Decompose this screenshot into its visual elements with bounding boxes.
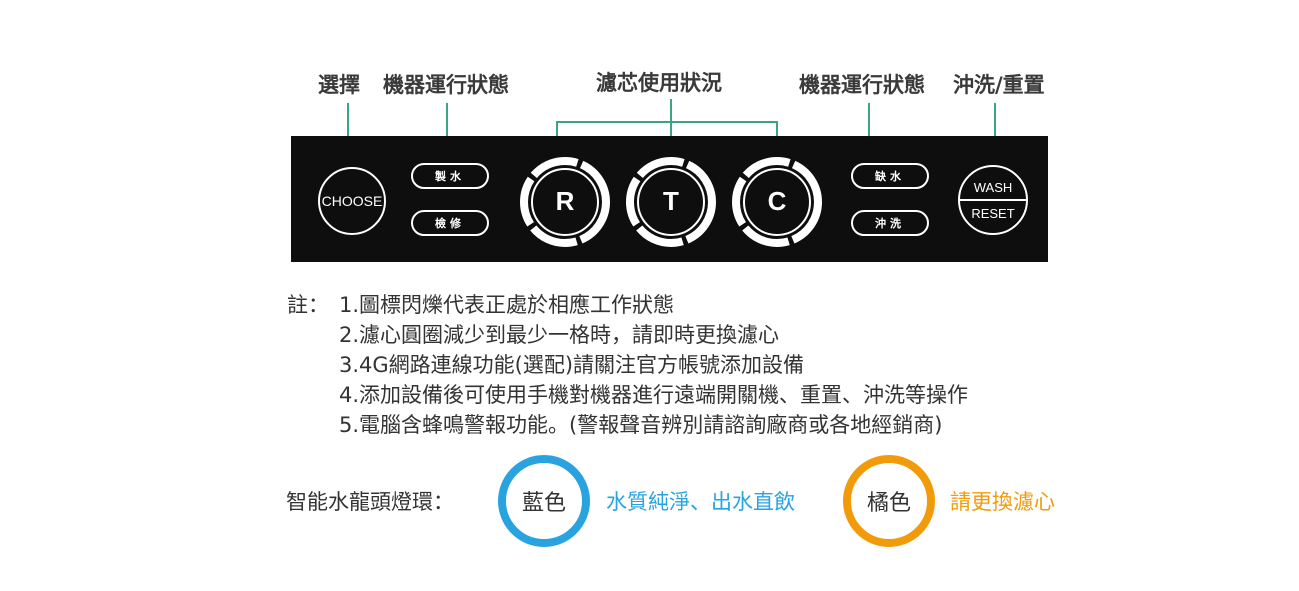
label-filter-status: 濾芯使用狀況	[596, 71, 722, 95]
reset-label: RESET	[971, 205, 1015, 221]
label-status-left: 機器運行狀態	[383, 73, 509, 97]
label-wash-reset: 沖洗/重置	[953, 73, 1045, 97]
filter-t-label: T	[663, 186, 679, 216]
wash-reset-divider	[960, 198, 1026, 201]
maintenance-indicator: 檢修	[411, 210, 489, 236]
light-ring-legend-title: 智能水龍頭燈環：	[286, 490, 454, 514]
water-shortage-indicator: 缺水	[851, 163, 929, 189]
filter-c-label: C	[767, 186, 787, 216]
wash-reset-button[interactable]: WASH RESET	[958, 165, 1028, 235]
orange-meaning: 請更換濾心	[950, 490, 1055, 514]
label-choose: 選擇	[318, 73, 360, 97]
blue-ring-label: 藍色	[521, 491, 566, 516]
filter-r-label: R	[555, 186, 575, 216]
flush-indicator: 沖洗	[851, 210, 929, 236]
notes-section: 註： 1.圖標閃爍代表正處於相應工作狀態 2.濾心圓圈減少到最少一格時，請即時更…	[287, 290, 968, 440]
note-line: 5.電腦含蜂鳴警報功能。(警報聲音辨別請諮詢廠商或各地經銷商)	[339, 413, 943, 437]
note-line: 3.4G網路連線功能(選配)請關注官方帳號添加設備	[339, 353, 805, 377]
orange-ring-icon: 橘色	[843, 455, 935, 547]
filter-t-ring-icon	[626, 157, 716, 247]
orange-ring-label: 橘色	[866, 491, 911, 516]
notes-prefix: 註：	[287, 293, 329, 317]
note-line: 1.圖標閃爍代表正處於相應工作狀態	[339, 293, 675, 317]
filter-r-ring-icon	[520, 157, 610, 247]
filter-c-ring-icon	[732, 157, 822, 247]
blue-ring-icon: 藍色	[498, 455, 590, 547]
note-line: 4.添加設備後可使用手機對機器進行遠端開關機、重置、沖洗等操作	[339, 383, 969, 407]
choose-button[interactable]: CHOOSE	[318, 167, 386, 235]
note-line: 2.濾心圓圈減少到最少一格時，請即時更換濾心	[339, 323, 780, 347]
wash-label: WASH	[973, 179, 1013, 195]
label-status-right: 機器運行狀態	[799, 73, 925, 97]
blue-meaning: 水質純淨、出水直飲	[606, 490, 795, 514]
make-water-indicator: 製水	[411, 163, 489, 189]
